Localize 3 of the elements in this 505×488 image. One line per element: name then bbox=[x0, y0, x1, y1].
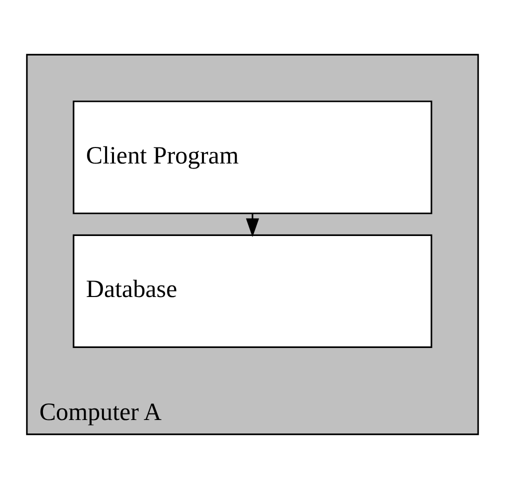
node-box: Database bbox=[72, 234, 432, 348]
node-box: Client Program bbox=[72, 100, 432, 214]
arrow bbox=[246, 213, 260, 237]
